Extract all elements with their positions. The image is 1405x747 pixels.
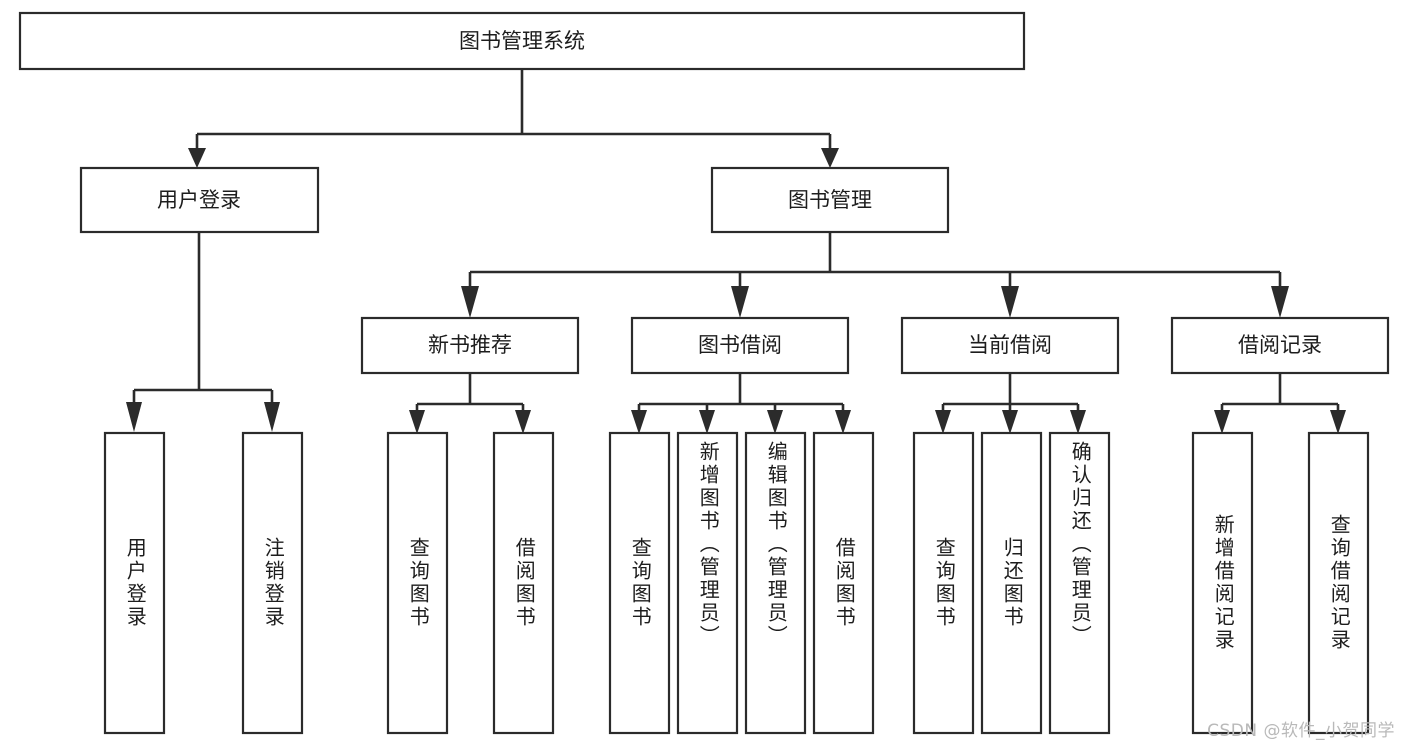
node-label-root: 图书管理系统 <box>459 29 585 53</box>
node-box-leaf-current-3[interactable] <box>1048 431 1111 735</box>
node-label-bookmgmt: 图书管理 <box>788 188 872 212</box>
edge-group-root <box>188 69 839 168</box>
edge-group-login <box>126 232 280 432</box>
node-box-leaf-login-1[interactable] <box>103 431 166 735</box>
node-box-leaf-borrow-3[interactable] <box>744 431 807 735</box>
node-box-leaf-newbook-1[interactable] <box>386 431 449 735</box>
node-box-leaf-current-1[interactable] <box>912 431 975 735</box>
arrowhead-leaf-current-3 <box>1070 410 1086 434</box>
arrowhead-login <box>188 148 206 168</box>
node-box-leaf-newbook-2[interactable] <box>492 431 555 735</box>
arrowhead-records <box>1271 286 1289 318</box>
edge-group-bookmgmt <box>461 232 1289 318</box>
arrowhead-leaf-newbook-1 <box>409 410 425 434</box>
arrowhead-leaf-login-1 <box>126 402 142 432</box>
node-box-leaf-records-2[interactable] <box>1307 431 1370 735</box>
node-label-newbook: 新书推荐 <box>428 333 512 357</box>
arrowhead-bookmgmt <box>821 148 839 168</box>
node-box-leaf-borrow-1[interactable] <box>608 431 671 735</box>
node-box-current[interactable] <box>900 316 1120 375</box>
arrowhead-leaf-borrow-3 <box>767 410 783 434</box>
arrowhead-leaf-records-2 <box>1330 410 1346 434</box>
arrowhead-leaf-current-1 <box>935 410 951 434</box>
edge-group-records <box>1214 373 1346 434</box>
arrowhead-newbook <box>461 286 479 318</box>
edge-group-current <box>935 373 1086 434</box>
node-box-leaf-borrow-2[interactable] <box>676 431 739 735</box>
arrowhead-leaf-current-2 <box>1002 410 1018 434</box>
node-box-login[interactable] <box>79 166 320 234</box>
arrowhead-leaf-records-1 <box>1214 410 1230 434</box>
node-box-newbook[interactable] <box>360 316 580 375</box>
arrowhead-leaf-newbook-2 <box>515 410 531 434</box>
node-box-records[interactable] <box>1170 316 1390 375</box>
arrowhead-leaf-borrow-2 <box>699 410 715 434</box>
node-label-current: 当前借阅 <box>968 333 1052 357</box>
node-box-borrow[interactable] <box>630 316 850 375</box>
node-label-records: 借阅记录 <box>1238 333 1322 357</box>
arrowhead-current <box>1001 286 1019 318</box>
node-box-leaf-records-1[interactable] <box>1191 431 1254 735</box>
arrowhead-borrow <box>731 286 749 318</box>
watermark-text: CSDN @软件_小贺同学 <box>1207 721 1395 741</box>
node-box-root[interactable] <box>18 11 1026 71</box>
arrowhead-leaf-login-2 <box>264 402 280 432</box>
node-box-bookmgmt[interactable] <box>710 166 950 234</box>
arrowhead-leaf-borrow-1 <box>631 410 647 434</box>
node-box-leaf-current-2[interactable] <box>980 431 1043 735</box>
node-box-leaf-borrow-4[interactable] <box>812 431 875 735</box>
node-box-leaf-login-2[interactable] <box>241 431 304 735</box>
edge-group-newbook <box>409 373 531 434</box>
node-label-borrow: 图书借阅 <box>698 333 782 357</box>
arrowhead-leaf-borrow-4 <box>835 410 851 434</box>
edge-group-borrow <box>631 373 851 434</box>
node-label-login: 用户登录 <box>157 188 241 212</box>
